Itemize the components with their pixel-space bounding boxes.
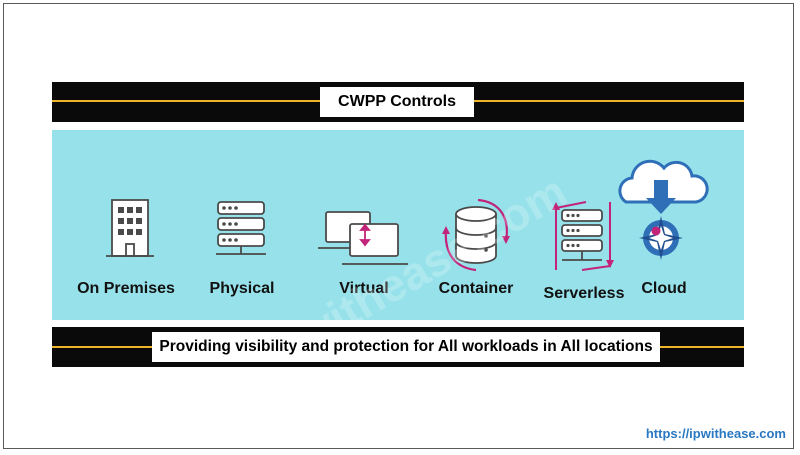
workload-virtual: Virtual: [304, 130, 424, 320]
footer-banner: Providing visibility and protection for …: [52, 327, 744, 367]
workload-label: Cloud: [641, 280, 687, 297]
server-rack-icon: [216, 201, 266, 255]
workload-physical: Physical: [182, 130, 302, 320]
site-link[interactable]: https://ipwithease.com: [645, 426, 786, 441]
workloads-panel: On Premises Physical: [52, 130, 744, 381]
workload-label: Virtual: [339, 280, 389, 297]
workload-label: Container: [438, 280, 514, 297]
workload-serverless: Serverless: [524, 130, 644, 320]
header-banner: CWPP Controls: [52, 82, 744, 122]
diagram-caption: Providing visibility and protection for …: [152, 332, 660, 362]
cloud-compass-icon: [618, 159, 709, 260]
workload-container: Container: [416, 130, 536, 320]
workload-on-premises: On Premises: [66, 130, 186, 320]
diagram-title: CWPP Controls: [320, 87, 474, 117]
workload-label: On Premises: [77, 280, 175, 297]
workload-label: Physical: [209, 280, 275, 297]
serverless-rack-icon: [552, 201, 614, 271]
database-cycle-icon: [442, 198, 510, 272]
virtual-machines-icon: [318, 211, 408, 265]
office-building-icon: [106, 199, 154, 257]
workload-label: Serverless: [543, 285, 625, 302]
workload-cloud: Cloud: [604, 130, 724, 320]
